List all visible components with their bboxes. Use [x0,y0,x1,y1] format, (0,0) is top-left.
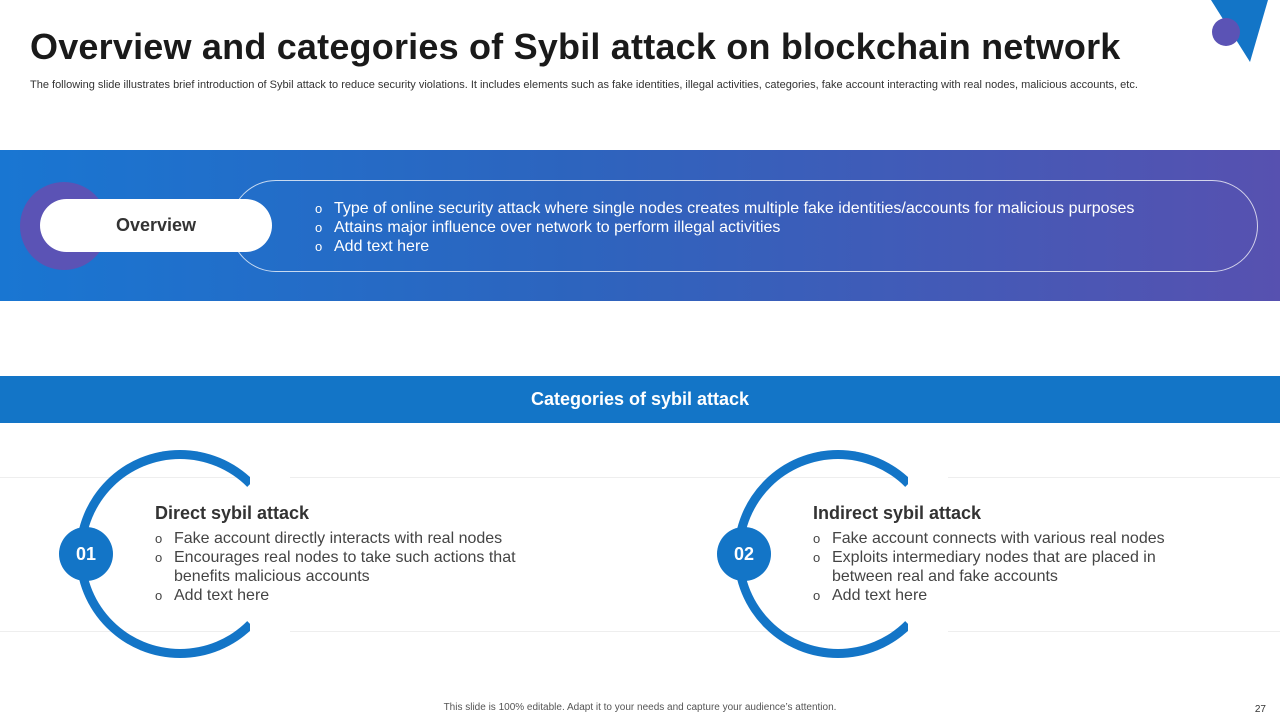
category-number-badge: 02 [717,527,771,581]
list-item: o Attains major influence over network to… [315,218,1134,237]
bullet-text: Add text here [832,587,928,604]
bullet-icon: o [155,588,163,603]
corner-decoration [1211,0,1268,62]
divider [0,631,1280,632]
page-subtitle: The following slide illustrates brief in… [30,79,1138,91]
list-item: o Encourages real nodes to take such acti… [155,548,535,586]
page-number: 27 [1254,704,1266,715]
category-number-badge: 01 [59,527,113,581]
bullet-icon: o [813,531,821,546]
bullet-icon: o [155,531,163,546]
list-item: o Add text here [315,237,1134,256]
category-title: Direct sybil attack [155,503,310,523]
bullet-text: Attains major influence over network to … [334,219,781,236]
divider [0,477,1280,478]
list-item: o Fake account connects with various real… [813,529,1193,548]
list-item: o Fake account directly interacts with re… [155,529,535,548]
list-item: o Add text here [813,586,1193,605]
bullet-text: Add text here [334,238,430,255]
overview-bullet-list: o Type of online security attack where si… [315,199,1134,256]
bullet-text: Exploits intermediary nodes that are pla… [832,549,1156,585]
page-title: Overview and categories of Sybil attack … [30,26,1121,67]
category-title: Indirect sybil attack [813,503,982,523]
bullet-text: Add text here [174,587,270,604]
bullet-text: Type of online security attack where sin… [334,200,1135,217]
ring-mask [250,475,290,635]
bullet-icon: o [813,588,821,603]
bullet-icon: o [315,220,323,235]
bullet-text: Fake account directly interacts with rea… [174,530,503,547]
overview-outline [230,180,1258,272]
category-bullet-list: o Fake account connects with various real… [813,529,1193,605]
categories-header: Categories of sybil attack [0,376,1280,423]
category-bullet-list: o Fake account directly interacts with re… [155,529,535,605]
bullet-icon: o [155,550,163,565]
footer-note: This slide is 100% editable. Adapt it to… [443,702,837,713]
ring-mask [908,475,948,635]
list-item: o Add text here [155,586,535,605]
bullet-icon: o [315,201,323,216]
bullet-text: Encourages real nodes to take such actio… [174,549,516,585]
bullet-icon: o [813,550,821,565]
list-item: o Type of online security attack where si… [315,199,1134,218]
bullet-icon: o [315,239,323,254]
bullet-text: Fake account connects with various real … [832,530,1165,547]
list-item: o Exploits intermediary nodes that are pl… [813,548,1193,586]
